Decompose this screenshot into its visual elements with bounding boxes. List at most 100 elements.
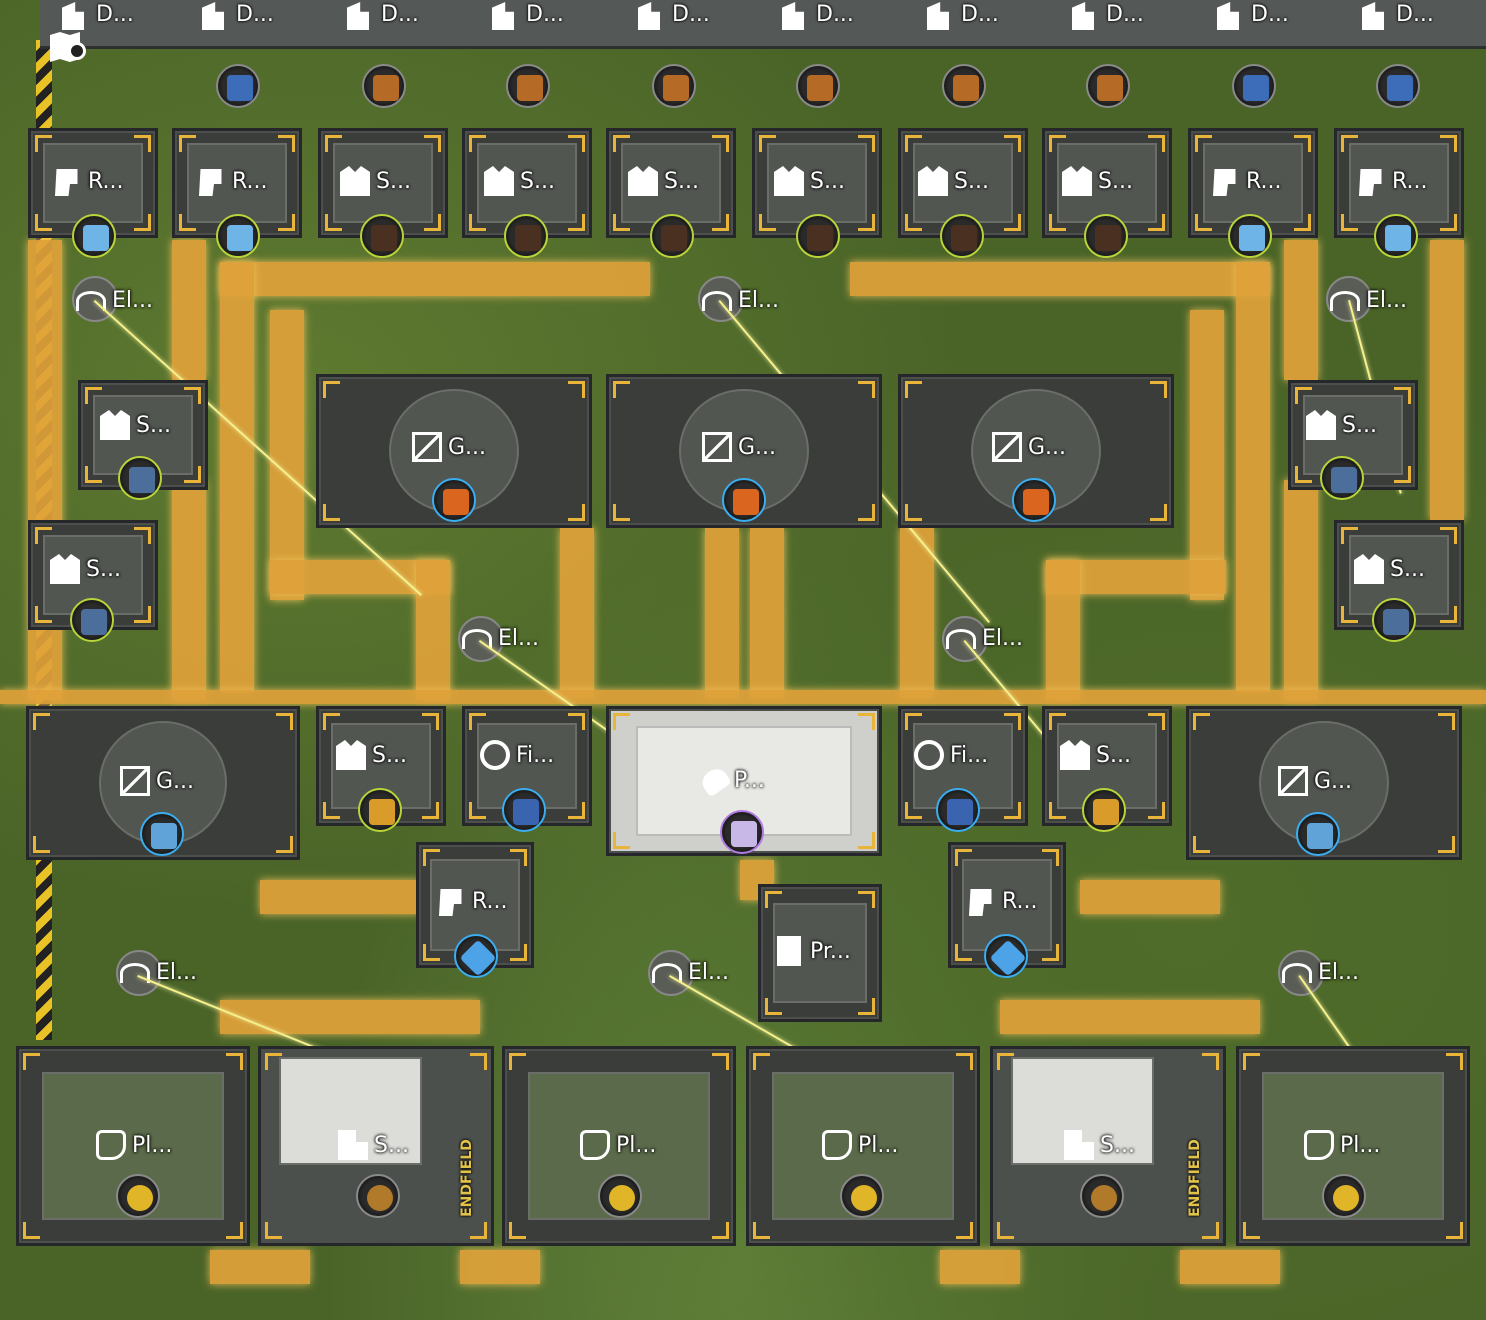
buckflower-item xyxy=(609,1185,635,1211)
refinery-1-output[interactable] xyxy=(72,214,116,258)
port-output-slot[interactable] xyxy=(796,64,840,108)
refinery-output[interactable] xyxy=(454,934,498,978)
conveyor-belt[interactable] xyxy=(1046,560,1080,700)
conveyor-belt[interactable] xyxy=(210,1250,310,1284)
planter-output[interactable] xyxy=(116,1174,160,1218)
conveyor-belt[interactable] xyxy=(172,480,206,700)
grinder-top-2[interactable] xyxy=(606,374,882,528)
seed-picker-output[interactable] xyxy=(356,1174,400,1218)
refinery-3[interactable] xyxy=(1188,128,1318,238)
conveyor-belt[interactable] xyxy=(705,528,739,698)
seed-icon xyxy=(1064,1130,1094,1160)
port-output-slot[interactable] xyxy=(942,64,986,108)
conveyor-belt[interactable] xyxy=(28,240,62,700)
port-8[interactable]: D... xyxy=(1070,0,1190,36)
conveyor-belt[interactable] xyxy=(1000,1000,1260,1034)
conveyor-belt[interactable] xyxy=(940,1250,1020,1284)
grinder-left[interactable] xyxy=(26,706,300,860)
shredder-4-output[interactable] xyxy=(796,214,840,258)
protocol-storage[interactable] xyxy=(758,884,882,1022)
seed-picker-output[interactable] xyxy=(1080,1174,1124,1218)
conveyor-belt[interactable] xyxy=(1284,480,1318,700)
shredder-3-output[interactable] xyxy=(650,214,694,258)
grinder-output[interactable] xyxy=(722,478,766,522)
filler-output[interactable] xyxy=(936,788,980,832)
planter-output[interactable] xyxy=(1322,1174,1366,1218)
port-10[interactable]: D... xyxy=(1360,0,1480,36)
grinder-output[interactable] xyxy=(140,812,184,856)
packager-output[interactable] xyxy=(720,810,764,854)
refinery-output[interactable] xyxy=(984,934,1028,978)
port-3[interactable]: D... xyxy=(345,0,465,36)
port-6[interactable]: D... xyxy=(780,0,900,36)
port-output-slot[interactable] xyxy=(362,64,406,108)
filler-output[interactable] xyxy=(502,788,546,832)
conveyor-belt[interactable] xyxy=(220,262,650,296)
port-9[interactable]: D... xyxy=(1215,0,1335,36)
shredder-2-output[interactable] xyxy=(504,214,548,258)
conveyor-belt[interactable] xyxy=(220,1000,480,1034)
grinder-icon xyxy=(412,432,442,462)
grinder-output[interactable] xyxy=(432,478,476,522)
shredder-5-output[interactable] xyxy=(940,214,984,258)
port-output-slot[interactable] xyxy=(216,64,260,108)
port-output-slot[interactable] xyxy=(1376,64,1420,108)
conveyor-belt[interactable] xyxy=(460,1250,540,1284)
conveyor-belt[interactable] xyxy=(260,880,420,914)
gold-ore-item xyxy=(1093,799,1119,825)
conveyor-belt[interactable] xyxy=(750,528,784,698)
port-7[interactable]: D... xyxy=(925,0,1045,36)
crystal-shard-item xyxy=(459,939,497,977)
seed-picker-label: S... xyxy=(338,1130,409,1160)
port-output-slot[interactable] xyxy=(1232,64,1276,108)
port-icon xyxy=(1217,2,1239,30)
port-label: D... xyxy=(1106,2,1144,27)
port-5[interactable]: D... xyxy=(636,0,756,36)
conveyor-belt[interactable] xyxy=(220,262,254,692)
shredder-1-output[interactable] xyxy=(360,214,404,258)
shredder-output[interactable] xyxy=(358,788,402,832)
conveyor-belt[interactable] xyxy=(1080,880,1220,914)
conveyor-belt[interactable] xyxy=(1236,262,1270,692)
grinder-output[interactable] xyxy=(1012,478,1056,522)
crystal-bottle-item xyxy=(513,799,539,825)
shredder-label: S... xyxy=(336,740,407,770)
port-output-slot[interactable] xyxy=(1086,64,1130,108)
conveyor-belt[interactable] xyxy=(1430,240,1464,520)
refinery-3-output[interactable] xyxy=(1228,214,1272,258)
planter-output[interactable] xyxy=(598,1174,642,1218)
buckflower-item xyxy=(1333,1185,1359,1211)
dark-ore-item xyxy=(1095,225,1121,251)
ice-crystal-item xyxy=(227,225,253,251)
shredder-1[interactable] xyxy=(318,128,448,238)
shredder-output[interactable] xyxy=(118,456,162,500)
conveyor-belt[interactable] xyxy=(900,528,934,698)
planter-output[interactable] xyxy=(840,1174,884,1218)
pylon-label: El... xyxy=(76,288,153,313)
conveyor-belt[interactable] xyxy=(1190,310,1224,600)
conveyor-belt[interactable] xyxy=(416,560,450,700)
shredder-output[interactable] xyxy=(1372,598,1416,642)
shredder-output[interactable] xyxy=(70,598,114,642)
shredder-output[interactable] xyxy=(1082,788,1126,832)
refinery-2-output[interactable] xyxy=(216,214,260,258)
refinery-4-output[interactable] xyxy=(1374,214,1418,258)
port-4[interactable]: D... xyxy=(490,0,610,36)
port-output-slot[interactable] xyxy=(506,64,550,108)
conveyor-belt[interactable] xyxy=(172,240,206,380)
conveyor-belt[interactable] xyxy=(1284,240,1318,380)
shredder-output[interactable] xyxy=(1320,456,1364,500)
conveyor-belt[interactable] xyxy=(1180,1250,1280,1284)
conveyor-belt[interactable] xyxy=(850,262,1270,296)
seed-item xyxy=(367,1185,393,1211)
conveyor-belt[interactable] xyxy=(270,310,304,600)
brand-text: ENDFIELD xyxy=(1186,1139,1203,1217)
port-output-slot[interactable] xyxy=(652,64,696,108)
conveyor-belt[interactable] xyxy=(560,528,594,698)
grinder-output[interactable] xyxy=(1296,812,1340,856)
port-2[interactable]: D... xyxy=(200,0,320,36)
port-1[interactable]: D... xyxy=(60,0,180,36)
shredder-6-output[interactable] xyxy=(1084,214,1128,258)
map-search-button[interactable] xyxy=(50,28,96,68)
conveyor-belt[interactable] xyxy=(0,690,1486,704)
